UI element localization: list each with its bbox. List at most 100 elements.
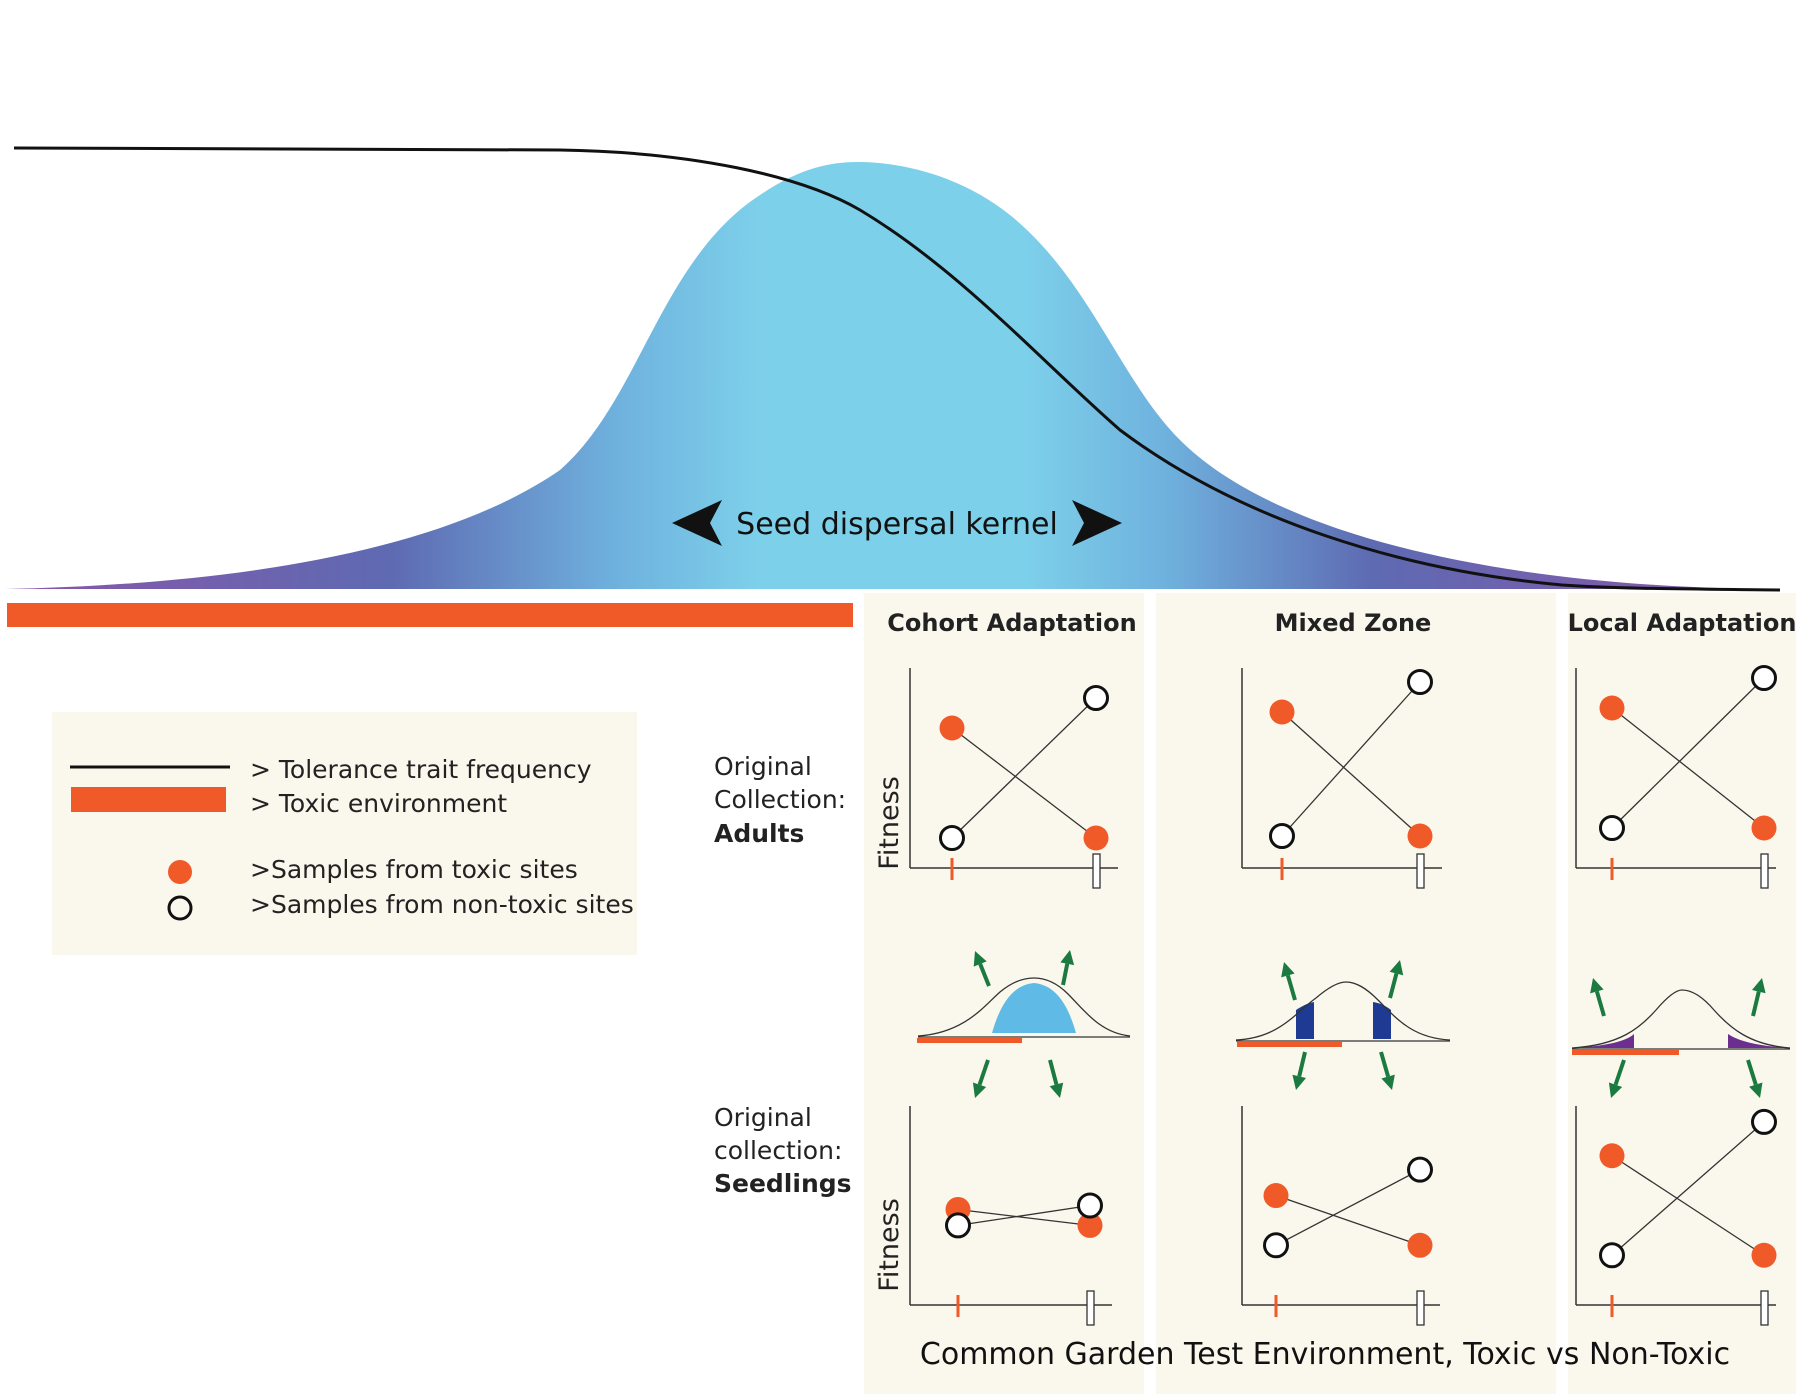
- nontoxic-point: [1751, 665, 1777, 691]
- nontoxic-point: [1407, 1156, 1433, 1183]
- column-title-local: Local Adaptation: [1568, 609, 1796, 637]
- row-label-adults-1: Original: [714, 752, 812, 781]
- selection-arrow-shaft: [1613, 1059, 1626, 1086]
- selection-arrow-shaft: [1285, 974, 1297, 1001]
- kernel-label: Seed dispersal kernel: [736, 507, 1058, 542]
- nontoxic-point: [1077, 1192, 1103, 1219]
- selection-arrow-shaft: [1746, 1059, 1758, 1086]
- toxic-point: [1263, 1183, 1289, 1209]
- selection-arrows: [972, 950, 1766, 1098]
- toxic-tick: [1274, 1295, 1278, 1317]
- ylabel-fitness-seedlings: Fitness: [874, 1198, 905, 1292]
- legend-nontoxic-dot: [167, 895, 193, 921]
- tolerance-frequency-line: [13, 146, 1781, 592]
- toxic-tick: [956, 1295, 960, 1317]
- selection-arrow-icon: [1749, 1082, 1763, 1098]
- nontoxic-tick: [1092, 853, 1101, 889]
- row-label-adults-2: Collection:: [714, 785, 846, 814]
- selection-arrow-shaft: [977, 1059, 990, 1086]
- selection-arrow-icon: [1281, 962, 1295, 978]
- mini-kernel-mixed: [1235, 981, 1451, 1047]
- toxic-point: [1077, 1212, 1103, 1238]
- toxic-point: [1599, 1143, 1625, 1169]
- selection-arrow-shaft: [1048, 1059, 1059, 1085]
- nontoxic-point: [939, 825, 965, 851]
- selection-arrow-icon: [1608, 1082, 1623, 1098]
- mini-kernel-local: [1571, 989, 1791, 1055]
- series-line-nontoxic: [951, 697, 1097, 839]
- legend-nontoxic-samples-text: >Samples from non-toxic sites: [250, 890, 634, 919]
- toxic-point: [1751, 815, 1777, 841]
- nontoxic-point: [1269, 823, 1295, 849]
- selection-arrow-shaft: [978, 963, 991, 987]
- selection-arrow-shaft: [1061, 963, 1070, 986]
- series-line-toxic: [1611, 707, 1765, 829]
- nontoxic-point: [1751, 1108, 1777, 1135]
- footer-caption: Common Garden Test Environment, Toxic vs…: [920, 1337, 1730, 1372]
- toxic-point: [1083, 825, 1109, 851]
- legend-toxic-swatch: [71, 787, 226, 812]
- nontoxic-point: [1599, 1242, 1625, 1269]
- toxic-tick: [1280, 858, 1284, 880]
- toxic-point: [1599, 695, 1625, 721]
- fitness-plots: [909, 665, 1777, 1326]
- selection-arrow-icon: [1292, 1074, 1307, 1090]
- nontoxic-point: [945, 1212, 971, 1239]
- row-label-seedlings-2: collection:: [714, 1136, 842, 1165]
- nontoxic-point: [1263, 1232, 1289, 1259]
- arrow-left-icon: [672, 500, 722, 546]
- legend-toxic-dot: [168, 860, 192, 884]
- selection-arrow-icon: [1389, 960, 1404, 976]
- legend-toxic-text: > Toxic environment: [250, 789, 507, 818]
- series-line-toxic: [1275, 1194, 1421, 1246]
- series-line-toxic: [1281, 711, 1421, 837]
- column-title-mixed: Mixed Zone: [1275, 609, 1432, 637]
- toxic-tick: [950, 858, 954, 880]
- selection-arrow-shaft: [1751, 991, 1761, 1017]
- series-line-toxic: [957, 1208, 1091, 1227]
- series-line-toxic: [1611, 1155, 1765, 1256]
- arrow-right-icon: [1072, 500, 1122, 546]
- nontoxic-tick: [1760, 1290, 1769, 1326]
- toxic-tick: [1610, 1295, 1614, 1317]
- series-line-nontoxic: [1275, 1169, 1421, 1246]
- row-label-seedlings-3: Seedlings: [714, 1169, 852, 1198]
- selection-arrow-shaft: [1594, 990, 1606, 1017]
- toxic-point: [939, 715, 965, 741]
- nontoxic-tick: [1086, 1290, 1095, 1326]
- toxic-point: [1407, 823, 1433, 849]
- toxic-environment-bar: [7, 603, 853, 627]
- selection-arrow-icon: [1060, 950, 1075, 966]
- nontoxic-point: [1599, 815, 1625, 841]
- mini-kernel-cohort: [917, 977, 1131, 1043]
- nontoxic-point: [1083, 685, 1109, 711]
- row-label-adults-3: Adults: [714, 819, 804, 848]
- ylabel-fitness-adults: Fitness: [874, 776, 905, 870]
- selection-arrow-icon: [1381, 1074, 1395, 1090]
- series-line-nontoxic: [957, 1204, 1091, 1227]
- panel-mixed-zone: [1156, 593, 1556, 1394]
- legend-box: [52, 712, 637, 955]
- panel-cohort-adaptation: [864, 593, 1144, 1394]
- series-line-nontoxic: [1281, 681, 1421, 837]
- nontoxic-tick: [1416, 1290, 1425, 1326]
- series-line-nontoxic: [1611, 1121, 1765, 1256]
- selection-arrow-shaft: [1379, 1051, 1391, 1078]
- series-line-toxic: [951, 727, 1097, 839]
- nontoxic-tick: [1416, 853, 1425, 889]
- row-label-seedlings-1: Original: [714, 1103, 812, 1132]
- toxic-tick: [1610, 858, 1614, 880]
- selection-arrow-icon: [1590, 978, 1604, 994]
- selection-arrow-shaft: [1388, 973, 1399, 999]
- selection-arrow-icon: [1049, 1082, 1064, 1098]
- column-title-cohort: Cohort Adaptation: [887, 609, 1136, 637]
- selection-arrow-shaft: [1297, 1051, 1307, 1077]
- selection-arrow-icon: [973, 951, 987, 967]
- nontoxic-point: [1407, 669, 1433, 695]
- toxic-point: [1269, 699, 1295, 725]
- selection-arrow-icon: [1751, 978, 1766, 994]
- selection-arrow-icon: [972, 1082, 987, 1098]
- legend-toxic-samples-text: >Samples from toxic sites: [250, 855, 578, 884]
- nontoxic-tick: [1760, 853, 1769, 889]
